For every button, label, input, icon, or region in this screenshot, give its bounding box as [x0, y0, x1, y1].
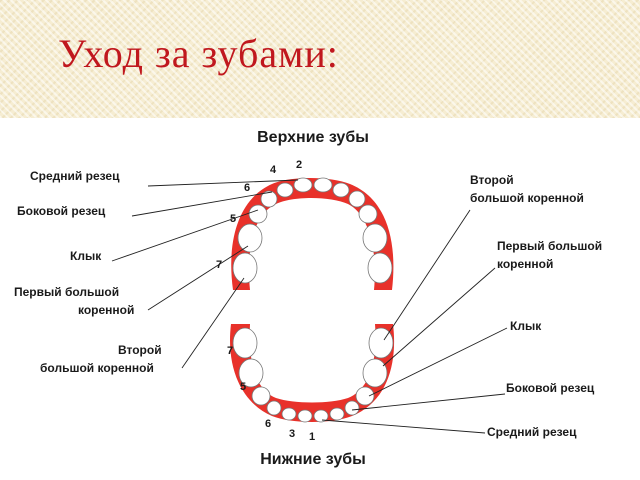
tooth-upper-premolar-left: [248, 204, 268, 224]
tooth-lower-central-right: [313, 409, 329, 423]
title-band: [0, 0, 640, 118]
upper-teeth: [232, 177, 393, 284]
leader-lines: [111, 179, 508, 434]
label-right-central-incisor: Средний резец: [487, 425, 577, 439]
label-upper-lateral-incisor: Боковой резец: [17, 204, 106, 218]
tooth-lower-lateral-right: [329, 407, 345, 421]
number-upper-4: 4: [270, 164, 277, 176]
label-upper-second-molar-line1: Второй: [118, 343, 162, 357]
tooth-upper-molar2-left: [232, 252, 258, 284]
tooth-lower-molar1-left: [238, 358, 264, 388]
tooth-lower-molar1-right: [362, 358, 388, 388]
label-upper-canine: Клык: [70, 249, 102, 263]
tooth-upper-canine-right: [348, 190, 366, 208]
tooth-lower-premolar-left: [251, 386, 271, 406]
number-lower-6: 6: [265, 418, 271, 430]
label-right-first-molar-line1: Первый большой: [497, 239, 602, 253]
tooth-upper-molar1-left: [237, 223, 263, 253]
label-upper-second-molar-line2: большой коренной: [40, 361, 154, 375]
number-upper-7: 7: [216, 259, 222, 271]
number-upper-2: 2: [296, 159, 302, 171]
label-right-second-molar-line2: большой коренной: [470, 191, 584, 205]
tooth-upper-central-right: [313, 177, 333, 193]
tooth-lower-lateral-left: [281, 407, 297, 421]
label-right-second-molar-line1: Второй: [470, 173, 514, 187]
tooth-upper-molar1-right: [362, 223, 388, 253]
tooth-lower-premolar-right: [355, 386, 375, 406]
label-upper-first-molar-line1: Первый большой: [14, 285, 119, 299]
tooth-lower-central-left: [297, 409, 313, 423]
number-lower-1: 1: [309, 431, 315, 443]
teeth-diagram: Верхние зубы Нижние зубы: [14, 129, 602, 468]
lower-gum: [230, 324, 395, 422]
number-lower-3: 3: [289, 428, 295, 440]
lower-teeth: [232, 327, 394, 423]
number-lower-7: 7: [227, 345, 233, 357]
tooth-upper-canine-left: [260, 190, 278, 208]
tooth-upper-central-left: [293, 177, 313, 193]
label-right-lateral-incisor: Боковой резец: [506, 381, 595, 395]
slide-title: Уход за зубами:: [58, 31, 339, 76]
number-upper-6: 6: [244, 182, 250, 194]
number-lower-5: 5: [240, 381, 246, 393]
tooth-lower-canine-left: [266, 400, 282, 416]
tooth-upper-lateral-right: [332, 182, 350, 198]
tooth-lower-molar2-left: [232, 327, 258, 359]
label-upper-first-molar-line2: коренной: [78, 303, 134, 317]
tooth-lower-canine-right: [344, 400, 360, 416]
label-right-first-molar-line2: коренной: [497, 257, 553, 271]
lower-teeth-heading: Нижние зубы: [260, 451, 366, 468]
tooth-upper-premolar-right: [358, 204, 378, 224]
label-right-canine: Клык: [510, 319, 542, 333]
tooth-upper-molar2-right: [367, 252, 393, 284]
tooth-upper-lateral-left: [276, 182, 294, 198]
label-upper-central-incisor: Средний резец: [30, 169, 120, 183]
number-upper-5: 5: [230, 213, 236, 225]
upper-teeth-heading: Верхние зубы: [257, 129, 369, 146]
